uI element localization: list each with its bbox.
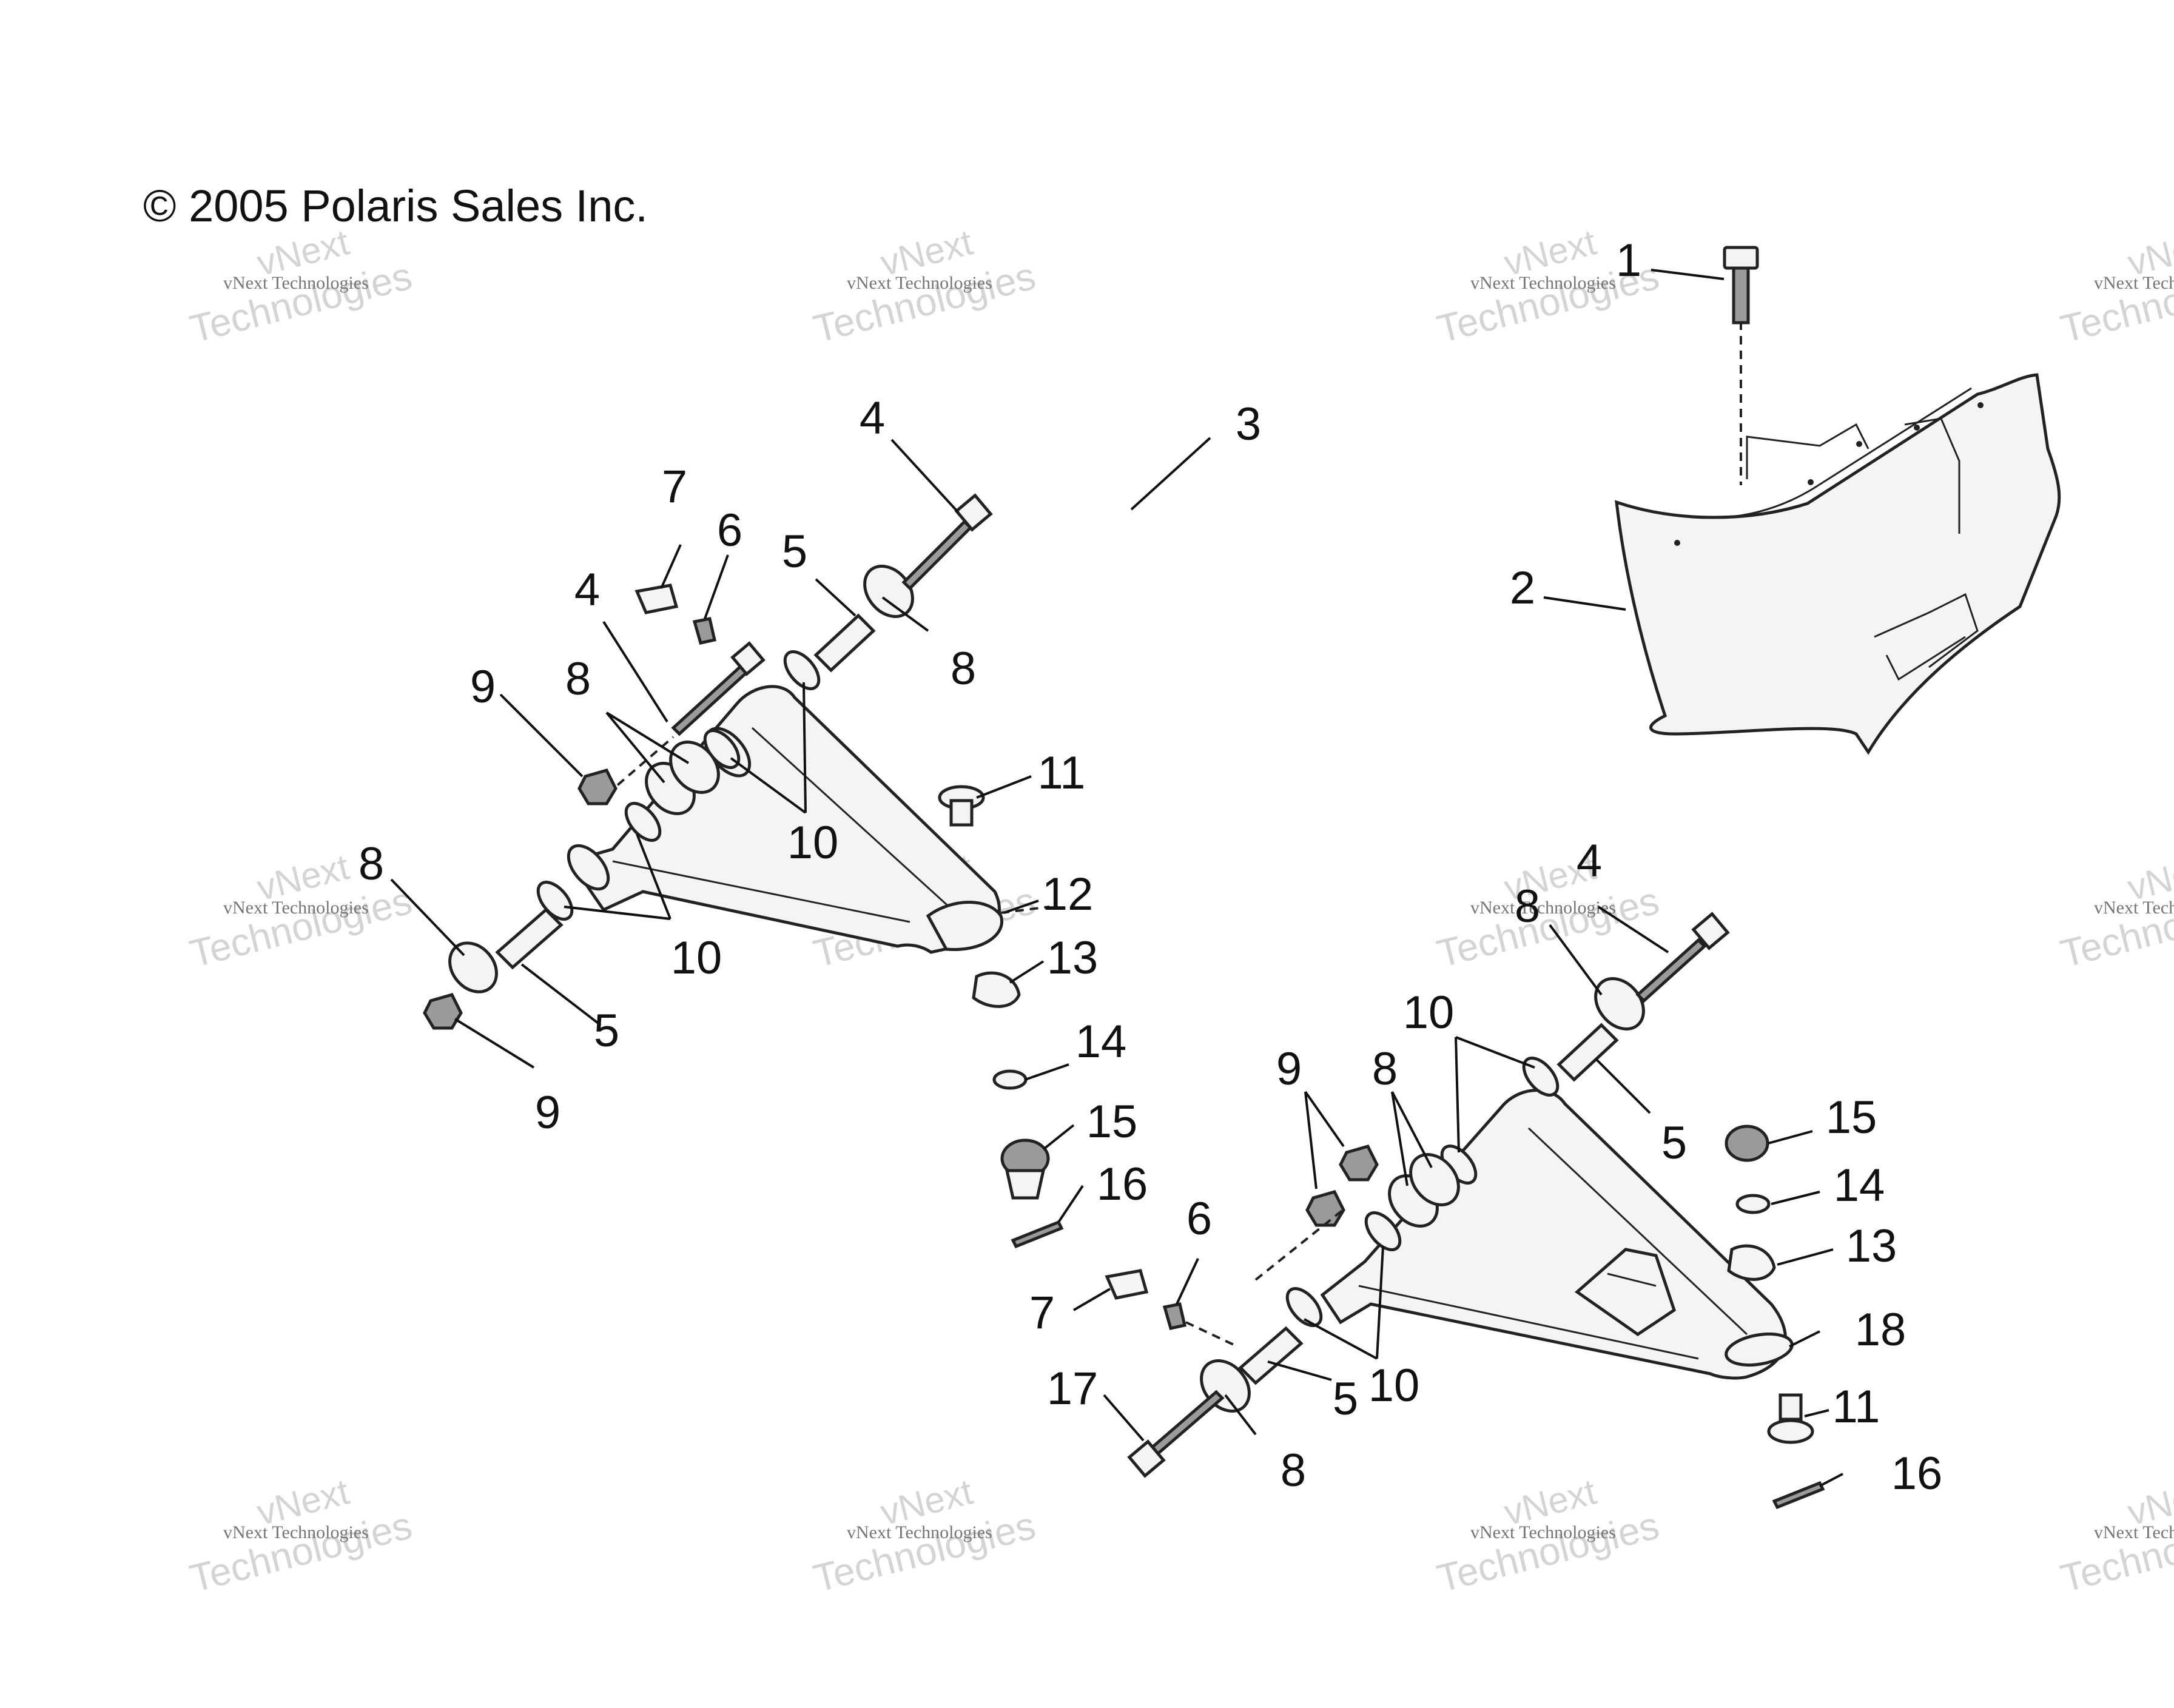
callout-7: 7	[1029, 1287, 1055, 1339]
callout-13: 13	[1846, 1220, 1897, 1272]
ring-13	[1727, 1244, 1776, 1281]
callout-6: 6	[1186, 1193, 1212, 1245]
callout-7: 7	[662, 461, 687, 513]
svg-text:vNext Technologies: vNext Technologies	[1470, 1522, 1616, 1542]
callout-11: 11	[1832, 1381, 1880, 1433]
svg-text:vNext Technologies: vNext Technologies	[2094, 273, 2174, 293]
callout-8: 8	[1372, 1043, 1398, 1095]
bump-stop-11	[938, 785, 985, 827]
svg-text:vNext Technologies: vNext Technologies	[2094, 898, 2174, 918]
washer-8	[1594, 977, 1645, 1031]
callout-5: 5	[1661, 1117, 1687, 1169]
bump-stop-11	[1767, 1393, 1814, 1444]
callout-16: 16	[1891, 1448, 1943, 1499]
callout-8: 8	[951, 643, 976, 694]
bolt-1	[1723, 246, 1759, 324]
bushing-10	[783, 650, 821, 690]
nut-9	[577, 768, 618, 805]
watermark: vNext Technologies vNext Technologies	[1433, 1471, 1663, 1600]
callout-15: 15	[1086, 1096, 1138, 1148]
callout-15: 15	[1826, 1092, 1877, 1143]
right-a-arm-assembly	[1105, 912, 1825, 1510]
callout-1: 1	[1616, 235, 1641, 286]
nut-15	[1000, 1138, 1050, 1200]
fitting-6	[692, 617, 717, 645]
callout-13: 13	[1047, 932, 1099, 984]
callout-3: 3	[1236, 398, 1261, 450]
svg-text:vNext Technologies: vNext Technologies	[847, 1522, 992, 1542]
ring-13	[972, 971, 1021, 1008]
callout-10: 10	[671, 932, 722, 984]
watermark: vNext Technologies vNext Technologies	[809, 1471, 1040, 1600]
watermark: vNext Technologies vNext Technologies	[2056, 221, 2174, 351]
callout-5: 5	[594, 1005, 619, 1057]
watermark: vNext Technologies vNext Technologies	[1433, 846, 1663, 975]
nut-9	[1305, 1190, 1345, 1227]
watermark: vNext Technologies vNext Technologies	[2056, 1471, 2174, 1600]
bushing-10	[624, 802, 662, 842]
watermark: vNext Technologies vNext Technologies	[809, 221, 1040, 351]
callout-8: 8	[358, 838, 384, 890]
callout-17: 17	[1047, 1363, 1099, 1414]
guard-panel	[1615, 373, 2061, 755]
washer-14	[992, 1069, 1028, 1090]
leader-lines	[390, 269, 1843, 1487]
callout-8: 8	[565, 653, 591, 705]
watermark: vNext Technologies vNext Technologies	[186, 221, 416, 351]
washer-14	[1735, 1194, 1771, 1214]
callout-4: 4	[574, 564, 600, 616]
callout-4: 4	[1577, 835, 1602, 887]
nut-9	[1339, 1145, 1379, 1182]
callout-9: 9	[470, 661, 496, 713]
cap-7	[1105, 1269, 1149, 1300]
callout-labels: 1 2 3 4 5 6 7 4 8 9 8 10 11 12 13 14 15 …	[358, 235, 1942, 1499]
bushing-10	[1285, 1287, 1323, 1327]
callout-9: 9	[1276, 1043, 1302, 1095]
callout-6: 6	[717, 505, 742, 556]
svg-text:vNext Technologies: vNext Technologies	[223, 1522, 369, 1542]
watermark: vNext Technologies vNext Technologies	[186, 1471, 416, 1600]
copyright-text: © 2005 Polaris Sales Inc.	[143, 181, 648, 231]
left-a-arm-assembly	[423, 493, 1064, 1249]
callout-9: 9	[535, 1087, 560, 1138]
callout-11: 11	[1038, 747, 1086, 799]
callout-14: 14	[1834, 1160, 1885, 1211]
cap-7	[634, 583, 679, 614]
svg-text:vNext Technologies: vNext Technologies	[1470, 273, 1616, 293]
callout-5: 5	[782, 526, 807, 577]
guard-assembly	[1615, 246, 2061, 755]
callout-12: 12	[1042, 869, 1094, 920]
washer-8	[669, 741, 720, 794]
washer-8	[448, 941, 498, 994]
callout-8: 8	[1281, 1445, 1306, 1496]
pin-16	[1011, 1220, 1064, 1249]
fitting-6	[1162, 1302, 1187, 1330]
nut-15	[1725, 1125, 1769, 1162]
svg-text:vNext Technologies: vNext Technologies	[223, 273, 369, 293]
watermark: vNext Technologies vNext Technologies	[2056, 846, 2174, 975]
washer-8	[1409, 1153, 1460, 1206]
svg-text:vNext Technologies: vNext Technologies	[847, 273, 992, 293]
callout-14: 14	[1075, 1016, 1127, 1068]
callout-18: 18	[1855, 1304, 1906, 1356]
callout-10: 10	[1403, 987, 1455, 1038]
callout-10: 10	[787, 817, 839, 869]
washer-8	[863, 565, 914, 618]
callout-10: 10	[1368, 1360, 1420, 1411]
svg-text:vNext Technologies: vNext Technologies	[2094, 1522, 2174, 1542]
callout-16: 16	[1097, 1158, 1148, 1210]
svg-text:vNext Technologies: vNext Technologies	[1470, 898, 1616, 918]
svg-text:vNext Technologies: vNext Technologies	[223, 898, 369, 918]
callout-8: 8	[1515, 881, 1540, 932]
pin-16	[1772, 1481, 1825, 1510]
callout-4: 4	[860, 392, 885, 444]
callout-2: 2	[1510, 562, 1535, 614]
nut-9	[423, 993, 463, 1030]
callout-5: 5	[1333, 1373, 1358, 1425]
bushing-10	[1364, 1211, 1402, 1251]
